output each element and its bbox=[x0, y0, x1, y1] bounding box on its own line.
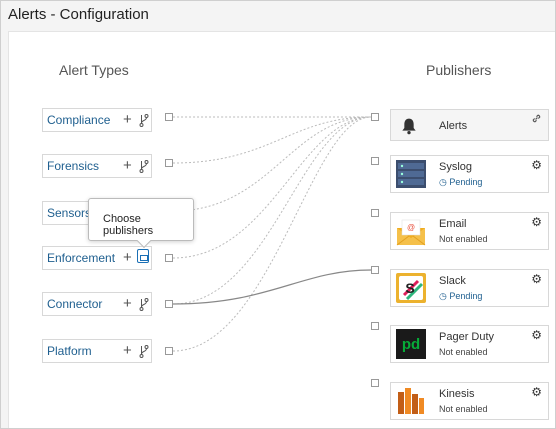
publisher-status: Not enabled bbox=[439, 347, 488, 357]
alert-type-port-connector[interactable] bbox=[165, 300, 173, 308]
choose-publishers-icon[interactable] bbox=[137, 249, 149, 263]
add-icon[interactable]: + bbox=[123, 295, 132, 312]
branch-icon[interactable] bbox=[139, 160, 149, 173]
alert-type-port-forensics[interactable] bbox=[165, 159, 173, 167]
gear-icon[interactable]: ⚙ bbox=[531, 215, 542, 229]
publisher-email[interactable]: @ Email Not enabled ⚙ bbox=[390, 212, 549, 250]
publisher-status: Not enabled bbox=[439, 404, 488, 414]
window-title: Alerts - Configuration bbox=[8, 6, 149, 23]
gear-icon[interactable]: ⚙ bbox=[531, 158, 542, 172]
alert-type-label[interactable]: Forensics bbox=[47, 159, 100, 173]
kinesis-icon bbox=[398, 388, 424, 414]
publishers-heading: Publishers bbox=[426, 62, 492, 78]
title-bar: Alerts - Configuration bbox=[1, 1, 555, 31]
branch-icon[interactable] bbox=[139, 114, 149, 127]
gear-icon[interactable]: ⚙ bbox=[531, 272, 542, 286]
publisher-kinesis[interactable]: Kinesis Not enabled ⚙ bbox=[390, 382, 549, 420]
publisher-name: Email bbox=[439, 218, 467, 230]
syslog-server-icon bbox=[396, 160, 426, 188]
add-icon[interactable]: + bbox=[123, 157, 132, 174]
alert-type-port-platform[interactable] bbox=[165, 347, 173, 355]
publisher-pagerduty[interactable]: pd Pager Duty Not enabled ⚙ bbox=[390, 325, 549, 363]
publisher-status: Not enabled bbox=[439, 234, 488, 244]
publisher-port-alerts[interactable] bbox=[371, 113, 379, 121]
publisher-status-text: Pending bbox=[449, 291, 483, 301]
tooltip-text: Choose publishers bbox=[103, 213, 154, 237]
choose-publishers-tooltip: Choose publishers bbox=[88, 198, 194, 249]
publisher-port-email[interactable] bbox=[371, 209, 379, 217]
alert-type-label[interactable]: Connector bbox=[47, 297, 103, 311]
link-icon[interactable] bbox=[531, 113, 542, 124]
email-icon: @ bbox=[396, 219, 426, 246]
publisher-name: Syslog bbox=[439, 161, 473, 173]
publisher-status: ◷ Pending bbox=[439, 291, 482, 302]
publisher-status: ◷ Pending bbox=[439, 177, 482, 188]
branch-icon[interactable] bbox=[139, 298, 149, 311]
svg-text:S: S bbox=[405, 280, 414, 296]
alert-types-heading: Alert Types bbox=[59, 62, 129, 78]
publisher-slack[interactable]: S Slack ◷ Pending ⚙ bbox=[390, 269, 549, 307]
add-icon[interactable]: + bbox=[123, 249, 132, 266]
gear-icon[interactable]: ⚙ bbox=[531, 328, 542, 342]
clock-icon: ◷ bbox=[439, 177, 450, 187]
gear-icon[interactable]: ⚙ bbox=[531, 385, 542, 399]
alert-type-compliance[interactable]: Compliance + bbox=[42, 108, 152, 132]
publisher-port-syslog[interactable] bbox=[371, 157, 379, 165]
alert-type-label[interactable]: Platform bbox=[47, 344, 92, 358]
publisher-name: Alerts bbox=[439, 120, 468, 132]
publisher-name: Kinesis bbox=[439, 388, 475, 400]
branch-icon[interactable] bbox=[139, 345, 149, 358]
alert-type-port-enforcement[interactable] bbox=[165, 254, 173, 262]
publisher-alerts[interactable]: Alerts bbox=[390, 109, 549, 141]
alert-type-platform[interactable]: Platform + bbox=[42, 339, 152, 363]
publisher-status-text: Pending bbox=[449, 177, 483, 187]
publisher-syslog[interactable]: Syslog ◷ Pending ⚙ bbox=[390, 155, 549, 193]
alert-type-enforcement[interactable]: Enforcement + bbox=[42, 246, 152, 270]
svg-text:@: @ bbox=[407, 223, 415, 232]
alert-type-connector[interactable]: Connector + bbox=[42, 292, 152, 316]
publisher-name: Pager Duty bbox=[439, 331, 495, 343]
publisher-port-pagerduty[interactable] bbox=[371, 322, 379, 330]
clock-icon: ◷ bbox=[439, 291, 450, 301]
alert-type-label[interactable]: Compliance bbox=[47, 113, 111, 127]
alert-type-port-compliance[interactable] bbox=[165, 113, 173, 121]
alert-type-label[interactable]: Enforcement bbox=[47, 251, 116, 265]
slack-icon: S bbox=[396, 273, 426, 303]
alert-type-forensics[interactable]: Forensics + bbox=[42, 154, 152, 178]
publisher-port-kinesis[interactable] bbox=[371, 379, 379, 387]
publisher-name: Slack bbox=[439, 275, 466, 287]
bell-icon bbox=[402, 118, 416, 135]
alert-type-label[interactable]: Sensors bbox=[47, 206, 92, 220]
svg-text:pd: pd bbox=[402, 336, 420, 353]
add-icon[interactable]: + bbox=[123, 342, 132, 359]
publisher-port-slack[interactable] bbox=[371, 266, 379, 274]
add-icon[interactable]: + bbox=[123, 111, 132, 128]
pagerduty-icon: pd bbox=[396, 329, 426, 359]
